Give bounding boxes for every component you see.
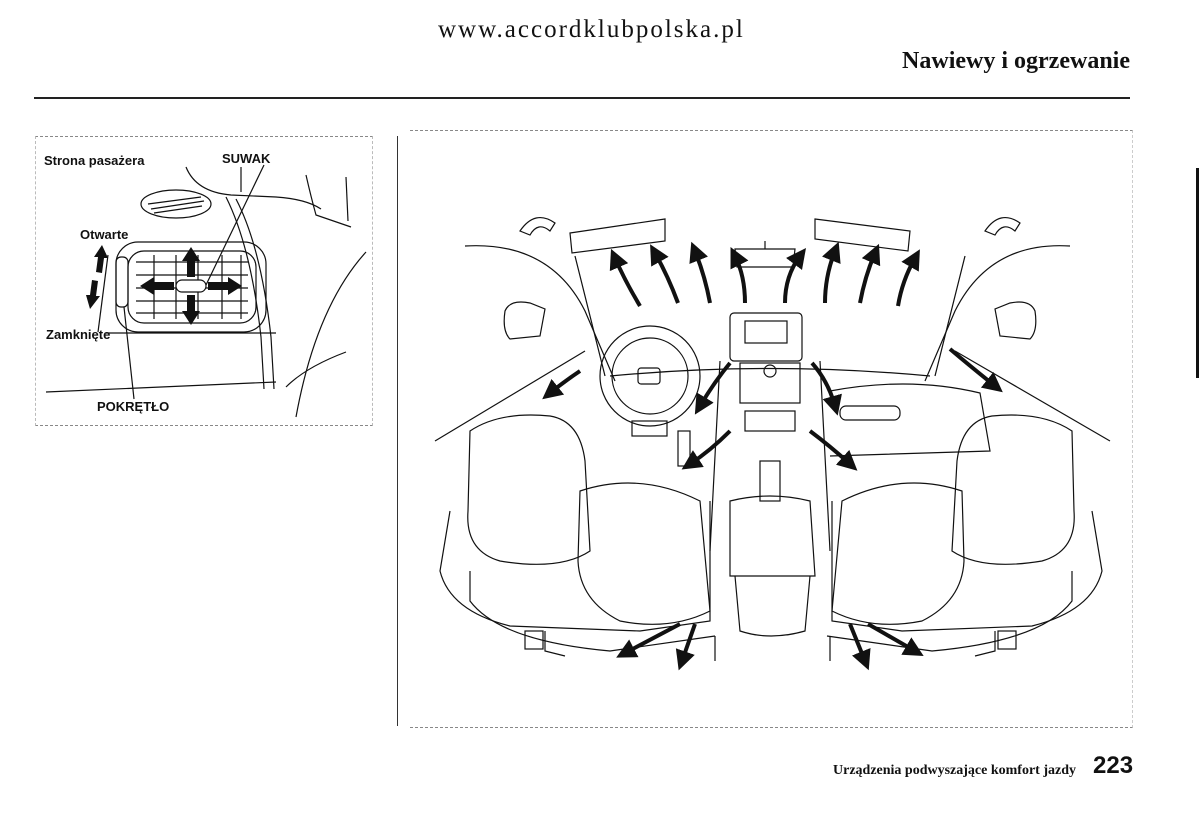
vent-figure: Strona pasażera SUWAK Otwarte Zamknięte … (35, 136, 373, 426)
arrow-right (208, 277, 242, 295)
airflow-arrows (542, 241, 1003, 671)
slider-leader (205, 164, 265, 286)
defrost-arrow-2 (650, 244, 680, 304)
arrow-open (94, 245, 108, 273)
seat-left-back (467, 414, 591, 565)
page-edge-tab (1196, 168, 1199, 378)
vent-slider (175, 279, 207, 293)
knob-label: POKRĘTŁO (97, 399, 170, 414)
round-vent (140, 189, 212, 219)
closed-label: Zamknięte (46, 327, 111, 342)
dash-vent-arrow-left (542, 369, 582, 400)
chapter-title: Urządzenia podwyszające komfort jazdy (833, 763, 1077, 778)
header-rule (34, 97, 1130, 99)
sun-visor-left (569, 218, 666, 254)
side-mirror-left (503, 301, 546, 340)
site-url: www.accordklubpolska.pl (438, 16, 745, 43)
dashboard-top (609, 367, 931, 377)
rear-view-mirror (734, 248, 796, 268)
climate-controls (739, 362, 801, 404)
knob-leader (123, 306, 135, 400)
seat-right-cushion (831, 482, 965, 625)
rear-arrow-2 (675, 623, 697, 671)
defrost-arrow-4 (730, 247, 749, 304)
section-title: Nawiewy i ogrzewanie (902, 48, 1130, 74)
dash-line (185, 166, 322, 210)
column-divider (397, 136, 398, 726)
defrost-arrow-5 (783, 247, 806, 304)
seat-left-cushion (577, 482, 711, 625)
side-mirror-right (994, 301, 1037, 340)
seat-right-back (951, 414, 1075, 565)
accelerator-pedal (677, 430, 691, 467)
sun-visor-right (814, 218, 911, 252)
center-armrest (729, 495, 816, 577)
a-pillar-right (924, 245, 1071, 382)
arrow-down (182, 295, 200, 325)
rear-arrow-1 (616, 622, 681, 658)
vent-knob (115, 256, 129, 308)
grab-handle-right (984, 216, 1021, 236)
defrost-arrow-1 (609, 248, 642, 308)
open-close-leader (97, 254, 109, 333)
glovebox-handle (839, 405, 901, 421)
arrow-left (140, 277, 174, 295)
gear-shifter (759, 460, 781, 502)
cabin-figure (410, 130, 1133, 728)
defrost-arrow-3 (689, 241, 712, 304)
defrost-arrow-8 (896, 249, 920, 307)
knob-direction-arrows (86, 245, 108, 309)
steering-hub-logo (637, 367, 661, 385)
slider-label: SUWAK (222, 151, 271, 166)
defrost-arrow-7 (858, 243, 881, 304)
center-display (729, 312, 803, 362)
slider-direction-arrows (140, 247, 242, 325)
page-number: 223 (1093, 752, 1134, 779)
steering-wheel (599, 325, 701, 427)
rear-arrow-3 (848, 623, 871, 671)
footwell-arrow-right (808, 429, 858, 471)
passenger-side-label: Strona pasażera (44, 153, 145, 168)
grab-handle-left (519, 216, 556, 236)
brake-pedal (631, 420, 668, 437)
a-pillar-left (464, 245, 616, 382)
footwell-arrow-left (681, 429, 732, 470)
rear-arrow-4 (867, 622, 924, 656)
open-label: Otwarte (80, 227, 129, 242)
arrow-closed (86, 280, 100, 309)
defrost-arrow-6 (822, 241, 841, 304)
dash-vent-arrow-center-left (694, 361, 732, 415)
dash-vent-arrow-center-right (810, 361, 842, 416)
arrow-up (182, 247, 200, 277)
dash-vent-arrow-right (948, 347, 1003, 393)
cabin-illustration (434, 216, 1111, 671)
vent-illustration (45, 164, 367, 418)
